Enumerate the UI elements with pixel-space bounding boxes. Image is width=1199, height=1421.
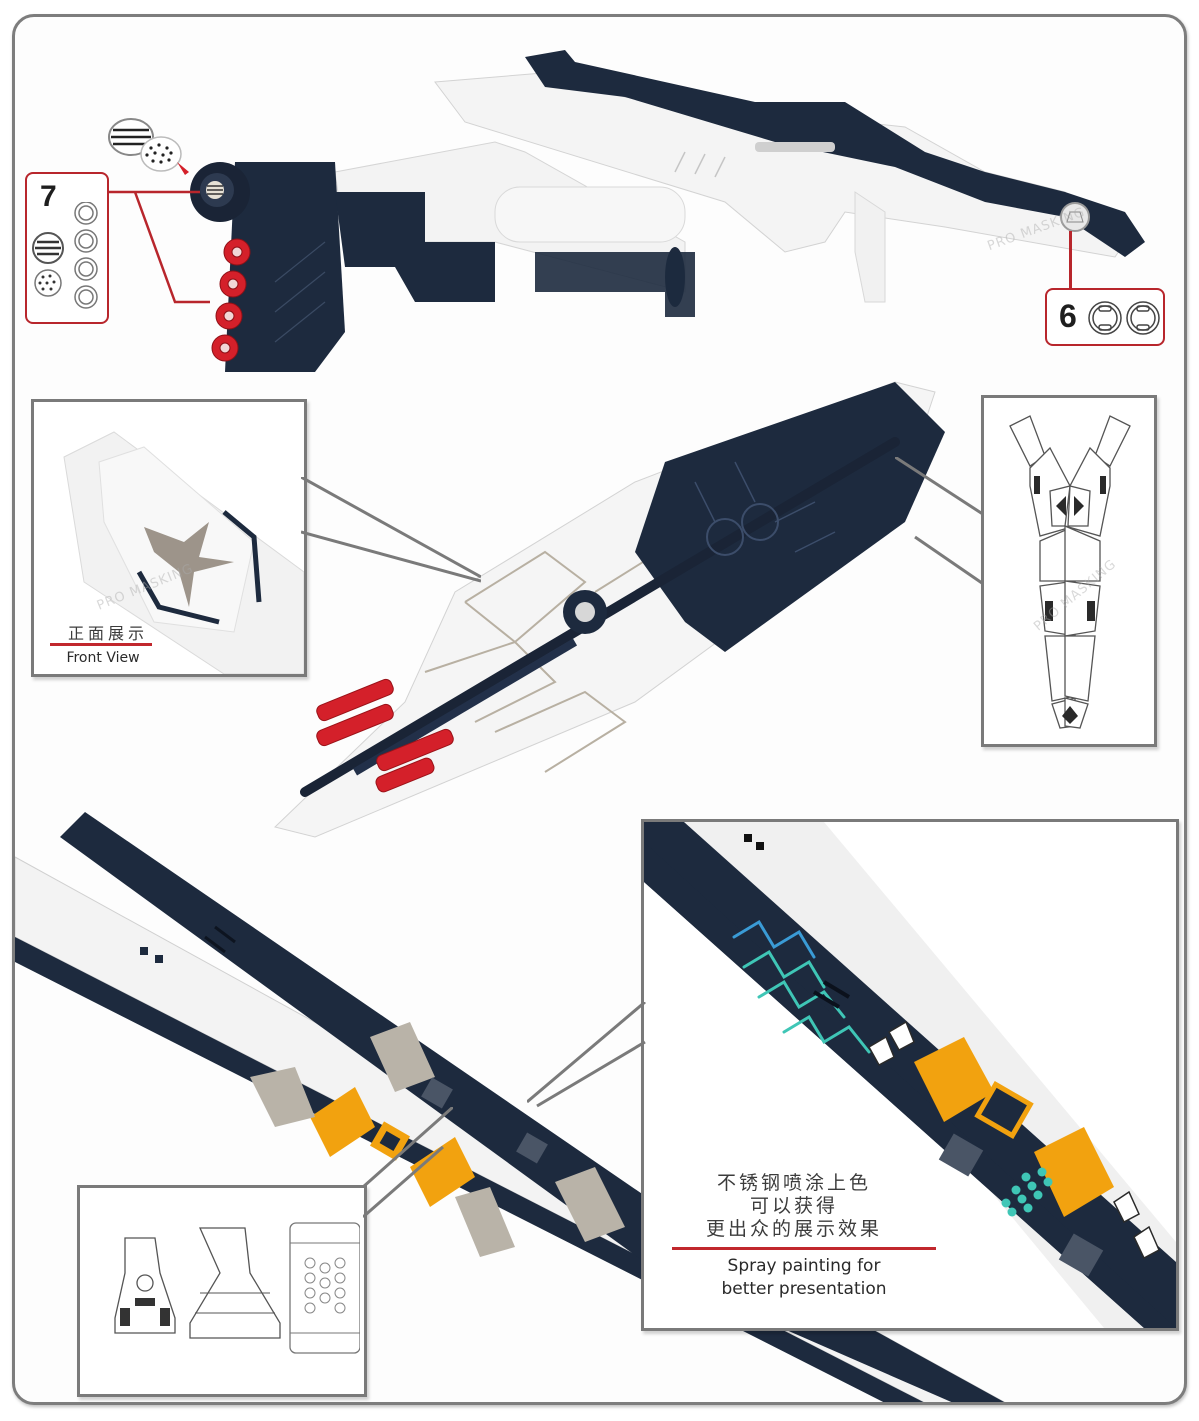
callout-part-7: 7 — [25, 172, 109, 324]
emblem-decal — [144, 522, 234, 607]
spray-painting-panel: 不锈钢喷涂上色 可以获得 更出众的展示效果 Spray painting for… — [641, 819, 1179, 1331]
rifle-cap-decal-target — [1060, 202, 1090, 232]
part-6-decal-icons — [1088, 301, 1160, 335]
shield-decal-layout — [1009, 415, 1131, 729]
spray-painted-blade-image — [644, 822, 1176, 1328]
teal-dot-pattern — [1001, 1167, 1053, 1217]
vent-decal-preview — [108, 118, 189, 175]
spray-note-divider — [672, 1247, 936, 1250]
shield-decal-sheet: PRO MASKING — [981, 395, 1157, 747]
product-frame: 7 — [12, 14, 1187, 1405]
ring-decal-icons — [74, 202, 98, 309]
front-view-pointer — [301, 477, 481, 583]
spray-note-cn-line1: 不锈钢喷涂上色 — [716, 1172, 871, 1194]
striped-vent-icon — [35, 240, 61, 256]
spray-note-en-line2: better presentation — [721, 1279, 887, 1299]
spray-note-cn-line3: 更出众的展示效果 — [705, 1218, 882, 1240]
bottom-decal-layout — [114, 1222, 360, 1354]
part-number-7: 7 — [40, 180, 57, 213]
red-cylinders — [211, 238, 251, 362]
part-7-decal-icons — [32, 202, 98, 309]
front-view-panel: PRO MASKING 正面展示 Front View — [31, 399, 307, 677]
callout-7-leader — [105, 190, 210, 304]
front-view-divider — [50, 643, 152, 646]
front-view-caption-cn: 正面展示 — [67, 624, 148, 643]
rifle-illustration — [434, 50, 1145, 303]
bottom-decal-sheet — [77, 1185, 367, 1397]
launcher-illustration — [190, 141, 695, 372]
bottom-sheet-pointer — [363, 1107, 453, 1219]
shield-sheet-pointer — [895, 457, 995, 594]
front-view-caption-en: Front View — [66, 650, 140, 666]
spray-note-en-line1: Spray painting for — [727, 1256, 881, 1276]
part-number-6: 6 — [1059, 298, 1077, 334]
front-view-image — [63, 431, 304, 674]
shield-illustration — [274, 381, 945, 838]
spray-panel-pointer — [527, 1002, 646, 1108]
base-decal-b — [189, 1227, 281, 1339]
callout-part-6: 6 — [1045, 288, 1165, 346]
spray-note-cn-line2: 可以获得 — [749, 1195, 838, 1217]
callout-6-leader — [1069, 231, 1072, 289]
